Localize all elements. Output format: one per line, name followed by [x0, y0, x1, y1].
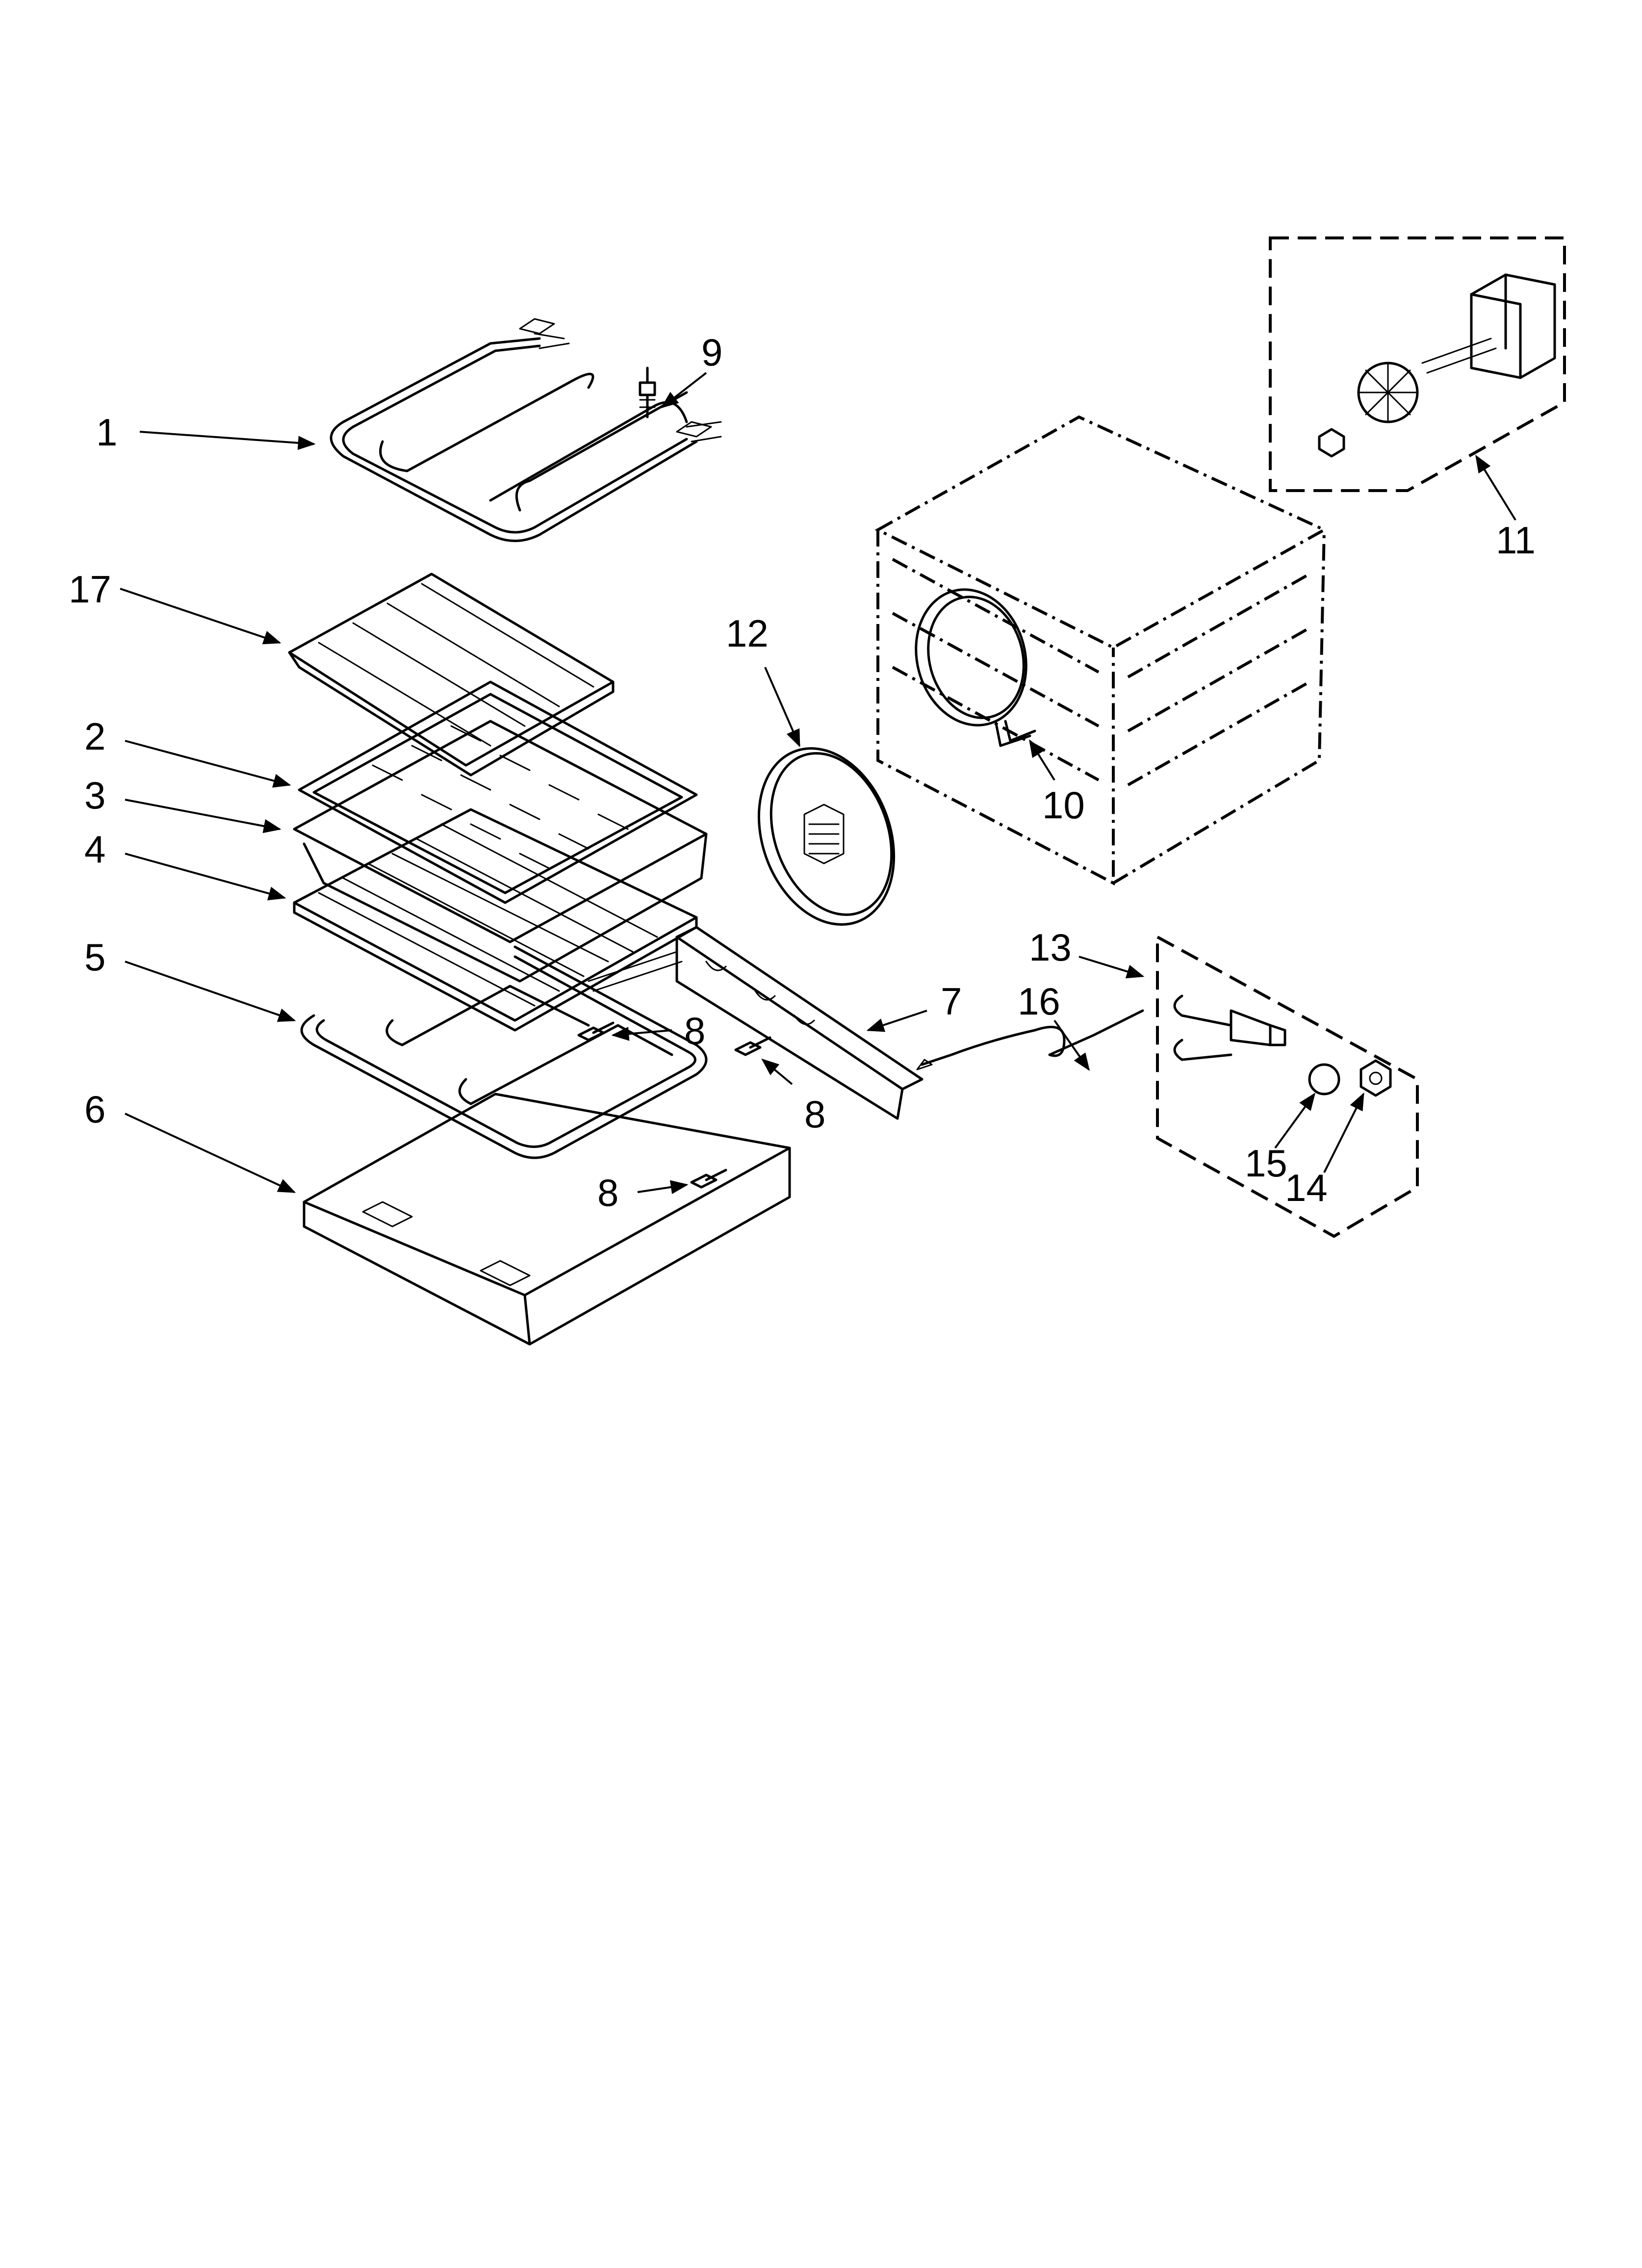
callout-8c: 8 [597, 1171, 618, 1214]
nut-part [1360, 1059, 1392, 1097]
callout-17: 17 [69, 568, 111, 611]
leader-11 [1475, 454, 1516, 521]
leader-8a [611, 1026, 672, 1041]
leader-3 [125, 799, 282, 834]
leader-9 [661, 372, 707, 409]
callout-8a: 8 [684, 1009, 705, 1052]
convection-element-part [915, 588, 1036, 747]
callout-10: 10 [1042, 783, 1085, 827]
callout-13: 13 [1029, 926, 1072, 969]
callout-2: 2 [84, 715, 105, 758]
callout-7: 7 [941, 980, 962, 1023]
callout-6: 6 [84, 1088, 105, 1131]
light-assembly-part [1156, 934, 1419, 1238]
leader-4 [125, 853, 286, 901]
leader-17 [120, 588, 282, 645]
leader-12 [764, 667, 800, 748]
rack-slide-part [288, 573, 615, 777]
leader-8c [637, 1180, 689, 1195]
probe-part [916, 1009, 1144, 1070]
fan-cover-part [757, 747, 896, 926]
callout-14: 14 [1285, 1166, 1328, 1209]
callout-labels: 1 2 3 4 5 6 7 8 8 8 9 10 11 12 13 14 15 … [69, 331, 1536, 1214]
oven-rack-part [293, 808, 698, 1032]
leader-5 [125, 961, 296, 1022]
leader-lines [120, 372, 1516, 1195]
bottom-tray-part [303, 1093, 791, 1346]
leader-1 [139, 431, 316, 450]
callout-12: 12 [726, 612, 769, 655]
screw-part-9 [639, 366, 656, 418]
callout-5: 5 [84, 936, 105, 979]
leader-7 [866, 1010, 927, 1032]
leader-2 [125, 740, 291, 788]
leader-16 [1053, 1019, 1090, 1071]
callout-11: 11 [1496, 519, 1536, 562]
callout-15: 15 [1245, 1142, 1287, 1185]
callout-8b: 8 [804, 1093, 825, 1136]
leader-15 [1274, 1093, 1316, 1149]
oven-cavity-part [874, 415, 1328, 886]
bracket-part [675, 926, 924, 1120]
callout-9: 9 [701, 331, 722, 374]
screw-part-8 [577, 1021, 771, 1189]
leader-6 [125, 1113, 296, 1193]
broiler-grid-part [298, 680, 698, 904]
leader-14 [1323, 1092, 1364, 1173]
callout-4: 4 [84, 828, 105, 871]
broiler-pan-part [293, 720, 708, 983]
leader-8b [761, 1058, 793, 1085]
broil-element-part [330, 318, 722, 542]
callout-16: 16 [1018, 980, 1060, 1023]
motor-assembly-part [1269, 236, 1566, 492]
leader-10 [1029, 739, 1055, 781]
leader-13 [1078, 956, 1145, 979]
bake-element-part [300, 945, 708, 1159]
callout-3: 3 [84, 774, 105, 817]
washer-part [1308, 1063, 1340, 1095]
callout-1: 1 [96, 411, 117, 454]
